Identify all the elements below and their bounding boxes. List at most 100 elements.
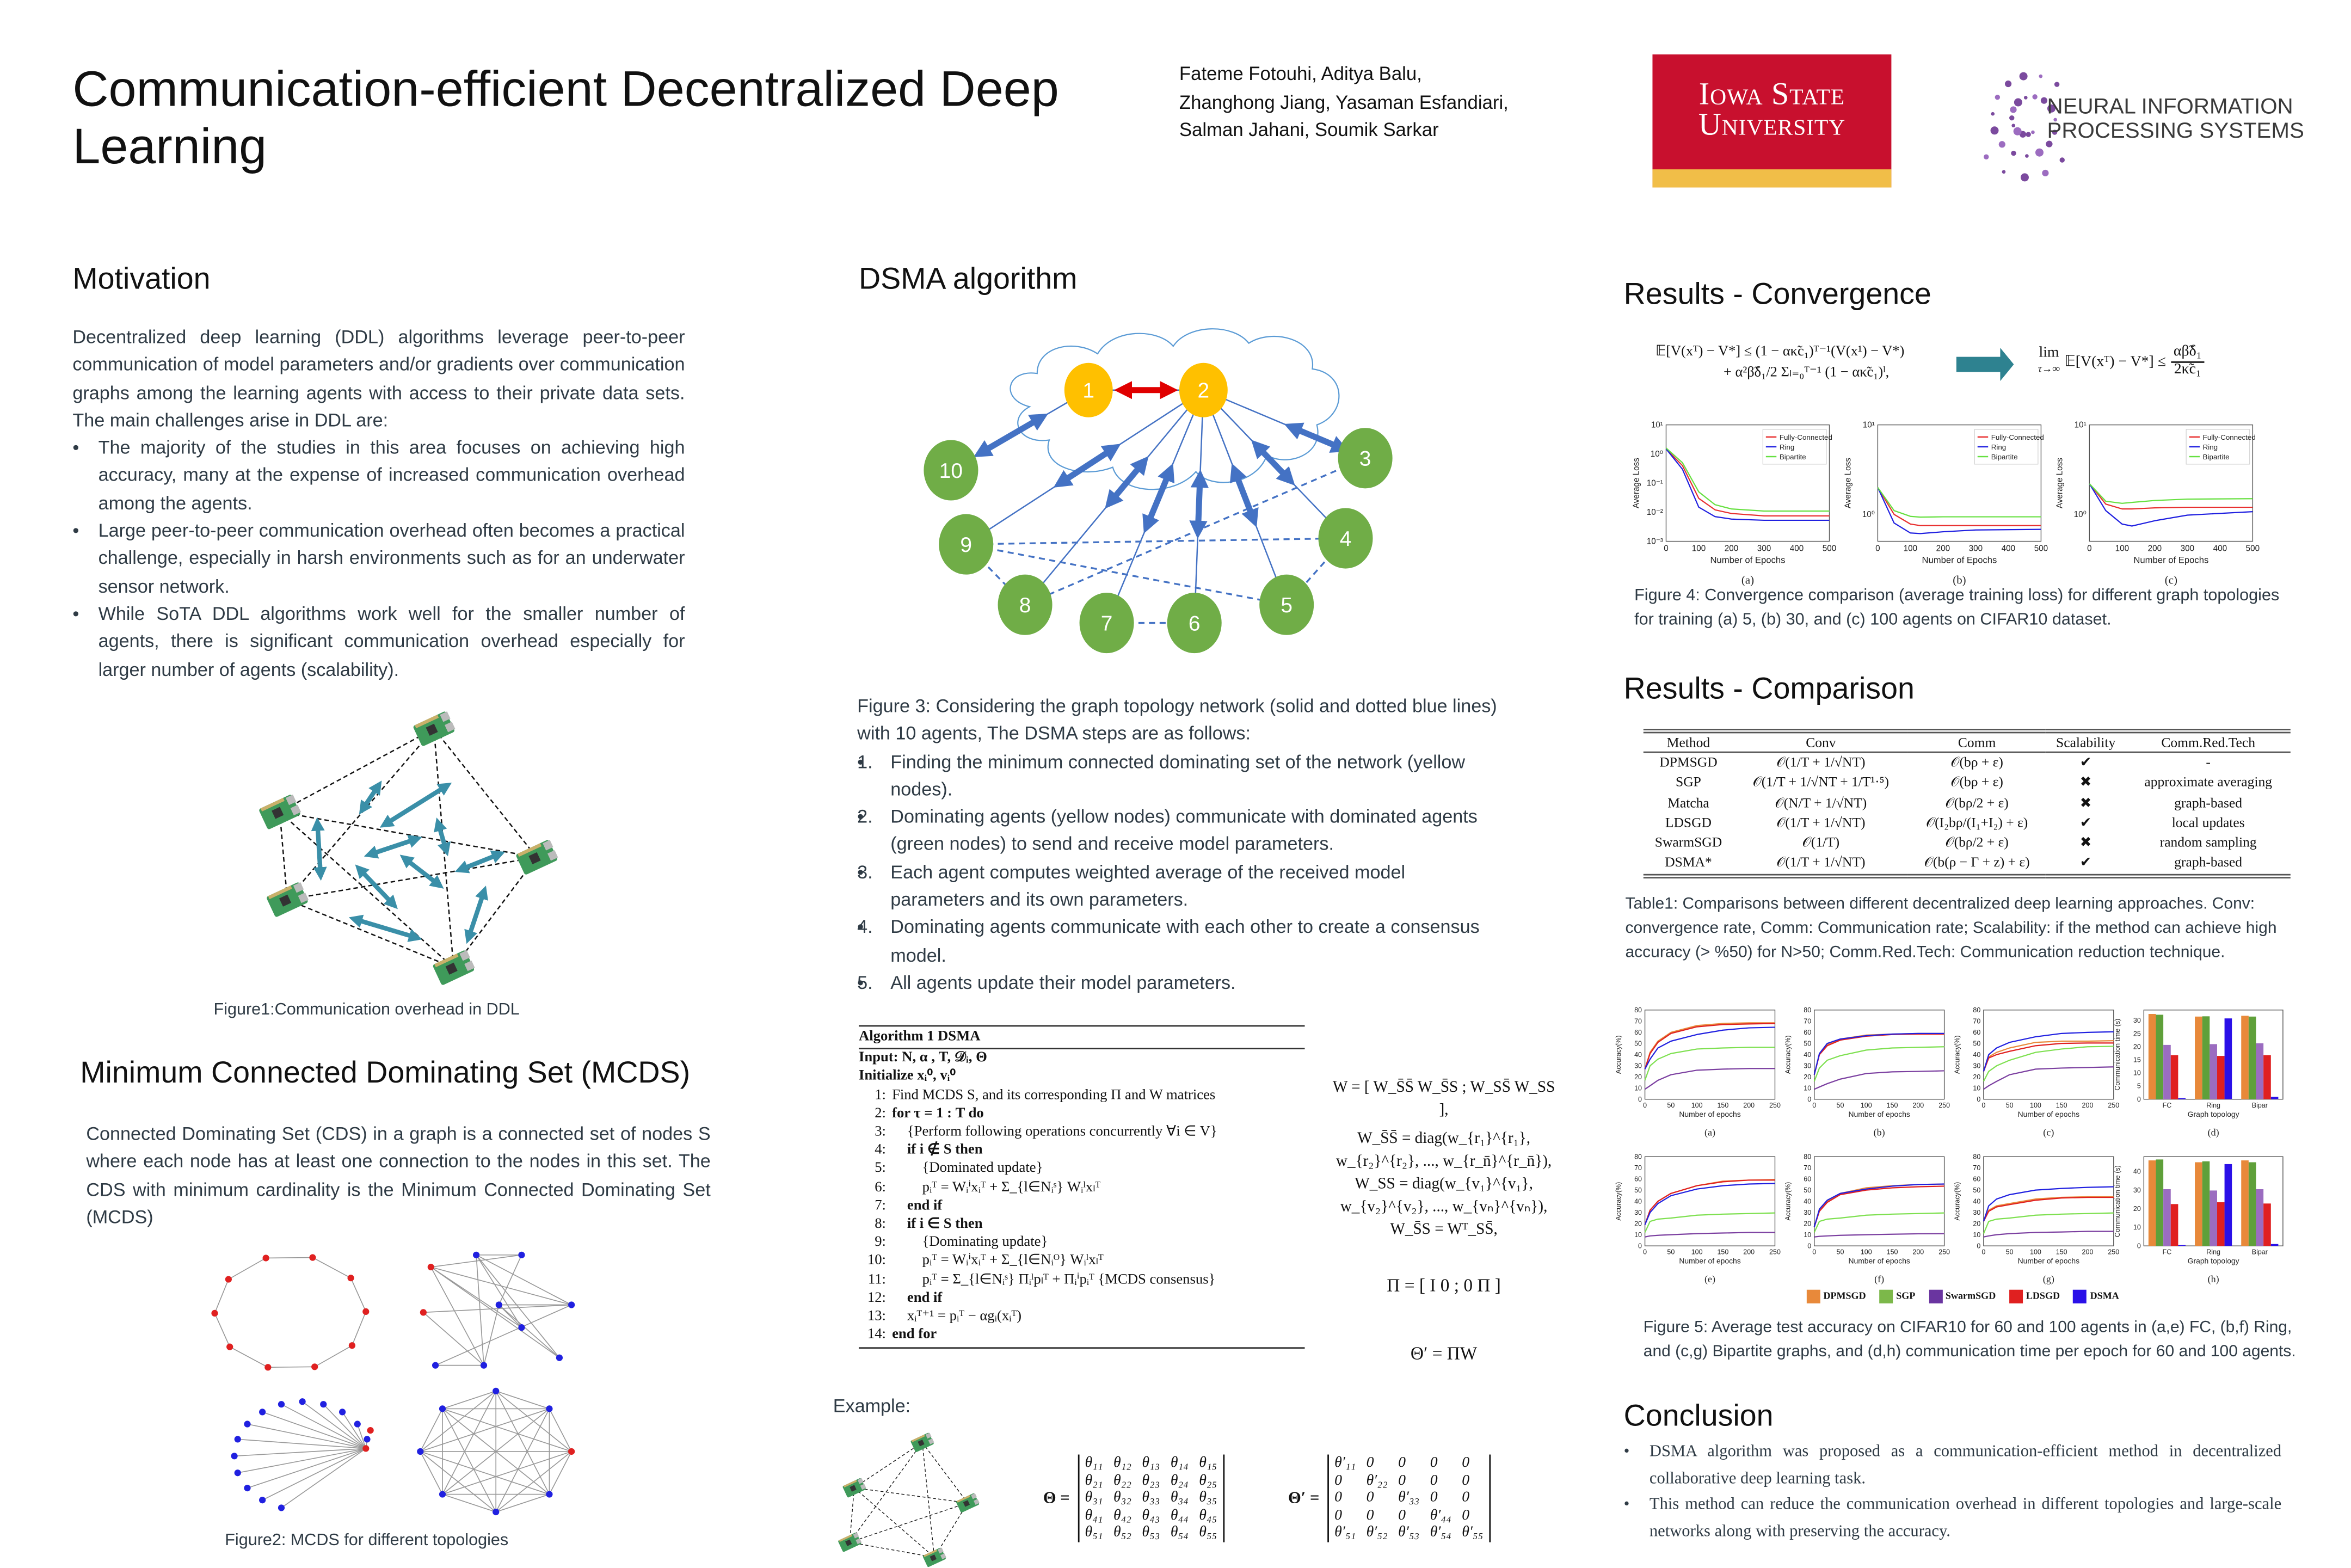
graph-node: [225, 1276, 232, 1283]
y-tick-label: 70: [1634, 1164, 1642, 1172]
dashed-link: [850, 1541, 934, 1558]
dashed-link: [279, 811, 454, 968]
y-tick-label: 10: [1804, 1084, 1811, 1092]
x-axis-label: Number of epochs: [1679, 1257, 1740, 1265]
series-line-swarmsgd: [1645, 1232, 1775, 1238]
conv-cell: 𝒪(1/T + 1/√NT): [1776, 815, 1866, 830]
algorithm-line: 3:{Perform following operations concurre…: [859, 1123, 1305, 1142]
graph-node: [354, 1421, 361, 1428]
y-tick-label: 5: [2137, 1083, 2141, 1090]
graph-edge: [228, 1257, 267, 1280]
double-arrow-icon: [464, 886, 488, 944]
y-tick-label: 40: [1804, 1051, 1811, 1059]
section-heading: Motivation: [72, 263, 211, 297]
x-tick-label: FC: [2163, 1248, 2172, 1256]
graph-node: [362, 1308, 370, 1315]
subfigure-label: (c): [2043, 1127, 2054, 1138]
graph-node: [420, 1309, 427, 1316]
algorithm-line: 14:end for: [859, 1326, 1305, 1345]
graph-node: [493, 1508, 500, 1516]
x-tick-label: 100: [2030, 1102, 2041, 1109]
dotted-edge: [1024, 457, 1366, 606]
dotted-edge: [966, 537, 1346, 545]
x-tick-label: 500: [1823, 544, 1836, 554]
graph-edge: [423, 1304, 572, 1313]
line-number: 1:: [875, 1086, 886, 1103]
logo-dot: [2040, 97, 2048, 104]
matrix-entry: θ₄₁: [1085, 1506, 1103, 1523]
author-line: Salman Jahani, Soumik Sarkar: [1179, 119, 1439, 141]
graph-edge: [214, 1313, 230, 1347]
matrix-entry: 0: [1366, 1506, 1374, 1523]
y-tick-label: 80: [1634, 1006, 1642, 1014]
y-axis-label: Communication time (s): [2114, 1019, 2121, 1091]
line-number: 5:: [875, 1160, 886, 1177]
figure5-caption: Figure 5: Average test accuracy on CIFAR…: [1643, 1318, 2296, 1361]
series-line-dpmsgd: [1644, 1179, 1775, 1225]
bullet-item: Large peer-to-peer communication overhea…: [72, 517, 685, 600]
line-number: 9:: [875, 1234, 886, 1251]
x-tick-label: 250: [2108, 1102, 2119, 1109]
graph-edge: [498, 1304, 560, 1358]
matrix-entry: θ′₃₃: [1398, 1489, 1420, 1506]
graph-edge: [476, 1255, 572, 1306]
series-line-dsma: [1813, 1032, 1944, 1075]
step-number: 2.: [857, 806, 873, 828]
neurips-swirl-icon: [1984, 72, 2065, 182]
series-line-ldsgd: [1813, 1033, 1944, 1075]
bar-dsma-fc: [2178, 1098, 2186, 1099]
figure3-caption: Figure 3: Considering the graph topology…: [857, 692, 1504, 997]
x-tick-label: 0: [1643, 1248, 1647, 1256]
matrix-entry: θ₅₃: [1142, 1524, 1160, 1541]
legend-item: SGP: [1879, 1289, 1916, 1303]
matrix-entry: θ₅₅: [1199, 1524, 1217, 1541]
raspberry-pi-board-icon: [922, 1547, 946, 1567]
matrix-entry: 0: [1430, 1454, 1438, 1472]
series-line-ldsgd: [1644, 1179, 1775, 1225]
graph-node: [262, 1255, 269, 1262]
series-line-dsma: [1644, 1183, 1775, 1225]
matrix-entry: 0: [1462, 1472, 1470, 1489]
plot-frame: [1983, 1156, 2114, 1246]
x-tick-label: 200: [2082, 1248, 2094, 1256]
technique-cell: random sampling: [2159, 835, 2257, 850]
graph-node: [480, 1362, 488, 1369]
node-label: 9: [960, 533, 972, 557]
scalability-cell: ✔: [2045, 853, 2126, 878]
logo-dot: [2011, 124, 2016, 128]
legend-label: SGP: [1896, 1291, 1916, 1302]
x-tick-label: 150: [1717, 1102, 1728, 1109]
y-tick-label: 15: [2133, 1056, 2141, 1064]
matrix-entry: θ₅₂: [1113, 1524, 1131, 1541]
motivation-bullets: The majority of the studies in this area…: [72, 434, 685, 683]
y-tick-label: 60: [1973, 1175, 1980, 1183]
series-line-swarmsgd: [1814, 1233, 1944, 1238]
graph-node: [568, 1448, 575, 1455]
graph-node: [259, 1497, 266, 1504]
legend-item: SwarmSGD: [1929, 1289, 1996, 1303]
x-tick-label: 250: [1938, 1248, 1950, 1256]
line-number: 7:: [875, 1197, 886, 1214]
x-tick-label: 100: [1904, 544, 1917, 554]
logo-dot: [2004, 80, 2012, 88]
graph-node: [320, 1401, 327, 1408]
y-tick-label: 30: [1973, 1209, 1980, 1216]
graph-edge: [229, 1346, 268, 1368]
raspberry-pi-board-icon: [956, 1493, 980, 1513]
subfigure-label: (d): [2208, 1127, 2219, 1138]
x-tick-label: 50: [2006, 1102, 2014, 1109]
comm-cell: 𝒪(I₂bρ/(I₁+I₂) + ε): [1926, 815, 2028, 830]
bar-dpmsgd-fc: [2148, 1160, 2156, 1246]
matrix-entry: θ₂₃: [1142, 1472, 1160, 1489]
x-tick-label: 100: [1861, 1248, 1872, 1256]
y-tick-label: 50: [1804, 1040, 1811, 1047]
